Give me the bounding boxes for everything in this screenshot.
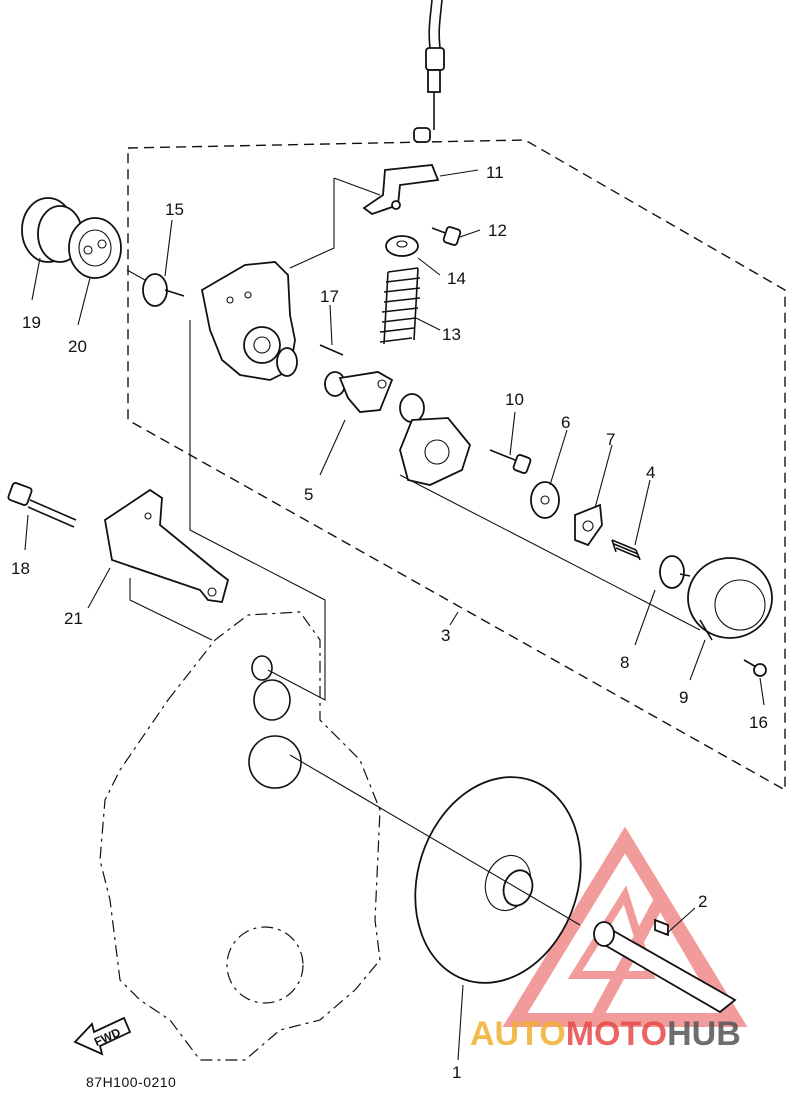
pin-17 <box>319 344 344 356</box>
plate-7 <box>574 503 603 547</box>
part-label-14: 14 <box>447 269 466 288</box>
spring-4 <box>611 539 641 561</box>
part-label-3: 3 <box>441 626 450 645</box>
watermark-part-moto: MOTO <box>566 1015 667 1053</box>
part-label-15: 15 <box>165 200 184 219</box>
cap-20 <box>68 217 122 279</box>
part-label-10: 10 <box>505 390 524 409</box>
part-label-9: 9 <box>679 688 688 707</box>
part-label-16: 16 <box>749 713 768 732</box>
plate-8 <box>659 555 691 589</box>
throttle-cable <box>413 0 445 143</box>
figure-code: 87H100-0210 <box>86 1074 176 1090</box>
spring-13 <box>379 267 421 345</box>
part-label-8: 8 <box>620 653 629 672</box>
part-label-6: 6 <box>561 413 570 432</box>
assembly-outline <box>127 139 786 792</box>
collar-14 <box>385 235 419 257</box>
crankcase-outline <box>99 611 381 1061</box>
part-label-19: 19 <box>22 313 41 332</box>
forward-direction-arrow: FWD <box>73 1016 132 1056</box>
pin-15 <box>142 273 185 307</box>
crankcase-ports <box>226 655 304 1004</box>
governor-housing <box>200 261 298 381</box>
shaft-2 <box>593 918 737 1014</box>
bolt-12 <box>431 226 462 246</box>
part-label-18: 18 <box>11 559 30 578</box>
part-label-7: 7 <box>606 430 615 449</box>
part-label-1: 1 <box>452 1063 461 1082</box>
cap-9 <box>687 557 773 641</box>
governor-cover <box>399 393 472 486</box>
part-label-17: 17 <box>320 287 339 306</box>
bracket-21 <box>104 488 230 604</box>
part-label-11: 11 <box>486 163 504 182</box>
part-label-5: 5 <box>304 485 313 504</box>
lever-bracket <box>362 164 440 216</box>
part-label-21: 21 <box>64 609 83 628</box>
part-label-2: 2 <box>698 892 707 911</box>
bolt-18 <box>7 482 77 528</box>
part-label-13: 13 <box>442 325 461 344</box>
washer-6 <box>530 481 560 519</box>
pulley-sheave-1 <box>414 776 582 984</box>
forward-label: FWD <box>92 1025 123 1049</box>
bolt-10 <box>489 449 532 474</box>
shaft-lever-5 <box>324 371 394 413</box>
leader-lines <box>24 169 765 936</box>
part-label-4: 4 <box>646 463 655 482</box>
watermark-part-hub: HUB <box>667 1015 741 1053</box>
watermark-part-auto: AUTO <box>470 1015 566 1053</box>
watermark-text: AUTOMOTOHUB <box>470 1015 741 1053</box>
svg-text:AUTOMOTOHUB: AUTOMOTOHUB <box>470 1015 741 1053</box>
part-label-12: 12 <box>488 221 507 240</box>
screw-16 <box>743 659 767 677</box>
part-label-20: 20 <box>68 337 87 356</box>
